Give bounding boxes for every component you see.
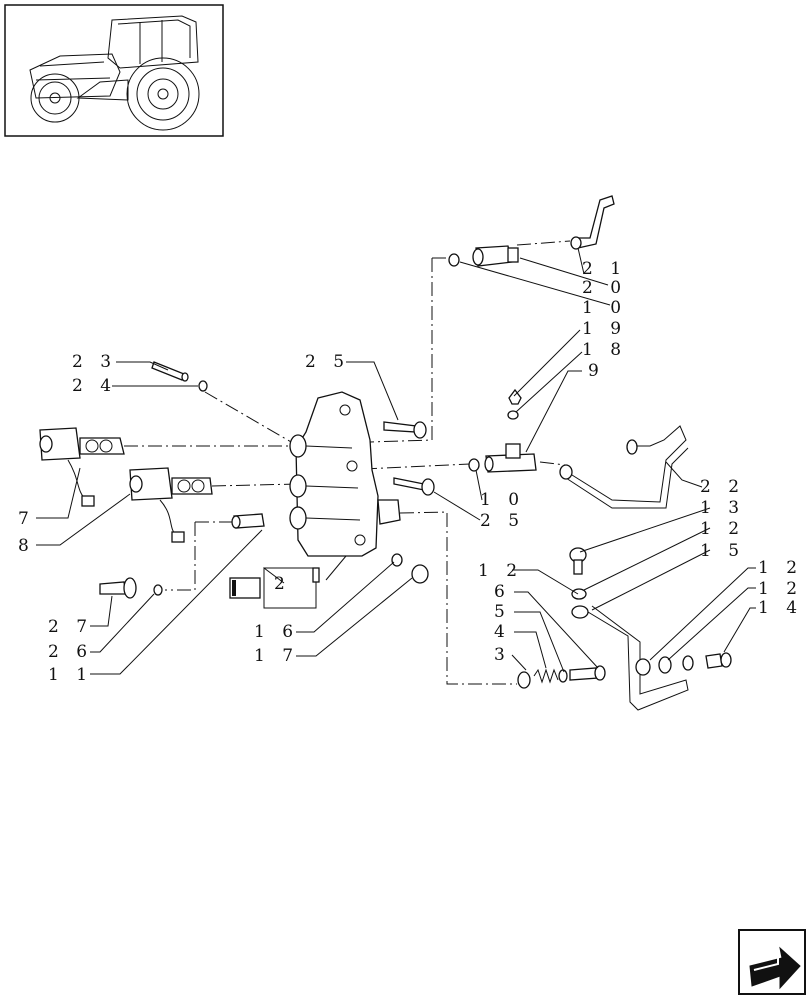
callout-22: 2 2 bbox=[700, 477, 745, 497]
washer-12d bbox=[682, 655, 694, 671]
callout-12a: 1 2 bbox=[700, 519, 745, 539]
callout-8: 8 bbox=[18, 536, 35, 556]
callout-24: 2 4 bbox=[72, 376, 117, 396]
callout-5: 5 bbox=[494, 602, 511, 622]
callout-27: 2 7 bbox=[48, 617, 93, 637]
callout-12b: 1 2 bbox=[758, 558, 803, 578]
assembly-lines bbox=[124, 240, 571, 685]
callout-3: 3 bbox=[494, 645, 511, 665]
callout-25a: 2 5 bbox=[305, 352, 350, 372]
leader-lines bbox=[36, 247, 756, 675]
next-page-arrow-icon[interactable] bbox=[738, 929, 806, 995]
callout-2: 2 bbox=[274, 574, 291, 594]
pin-2 bbox=[312, 567, 320, 583]
bolt-6 bbox=[569, 665, 606, 681]
spring-4 bbox=[533, 668, 559, 684]
tee-9 bbox=[484, 443, 537, 473]
bolt-25-upper bbox=[383, 421, 427, 439]
plug-17 bbox=[411, 564, 429, 584]
valve-19 bbox=[508, 388, 522, 405]
kit-box-icon bbox=[229, 577, 261, 599]
washer-5 bbox=[558, 669, 568, 683]
washer-12c bbox=[658, 656, 672, 674]
callout-21: 2 1 bbox=[582, 259, 627, 279]
pipe-22 bbox=[559, 425, 689, 509]
callout-23: 2 3 bbox=[72, 352, 117, 372]
callout-14: 1 4 bbox=[758, 598, 803, 618]
callout-11: 1 1 bbox=[48, 665, 93, 685]
ring-10-upper bbox=[448, 253, 460, 267]
bolt-13 bbox=[569, 547, 587, 575]
washer-26 bbox=[153, 584, 163, 596]
tractor-thumbnail bbox=[4, 4, 224, 137]
callout-12c: 1 2 bbox=[758, 579, 803, 599]
plug-11 bbox=[231, 513, 265, 529]
plug-27 bbox=[99, 577, 137, 599]
callout-20: 2 0 bbox=[582, 278, 627, 298]
pipe-21 bbox=[570, 195, 615, 250]
fitting-20 bbox=[472, 245, 519, 267]
washer-12b bbox=[635, 658, 651, 676]
callout-6: 6 bbox=[494, 582, 511, 602]
callout-4: 4 bbox=[494, 622, 511, 642]
callout-7: 7 bbox=[18, 509, 35, 529]
washer-12a bbox=[571, 588, 587, 600]
solenoid-7 bbox=[39, 427, 125, 507]
callout-25b: 2 5 bbox=[480, 511, 525, 531]
callout-13: 1 3 bbox=[700, 498, 745, 518]
ring-24 bbox=[198, 380, 208, 392]
callout-15: 1 5 bbox=[700, 541, 745, 561]
bolt-14 bbox=[705, 652, 732, 669]
callout-26: 2 6 bbox=[48, 642, 93, 662]
callout-9: 9 bbox=[588, 361, 605, 381]
callout-16: 1 6 bbox=[254, 622, 299, 642]
callout-10a: 1 0 bbox=[582, 298, 627, 318]
callout-labels: 2 1 2 0 1 0 1 9 1 8 9 2 3 2 4 2 5 7 8 1 … bbox=[18, 259, 803, 685]
bolt-25-lower bbox=[393, 477, 435, 496]
callout-19: 1 9 bbox=[582, 319, 627, 339]
washer-16 bbox=[391, 553, 403, 567]
ring-10-lower bbox=[468, 458, 480, 472]
callout-18: 1 8 bbox=[582, 340, 627, 360]
washer-18 bbox=[507, 410, 519, 420]
seat-3 bbox=[517, 671, 531, 689]
valve-body bbox=[289, 391, 401, 557]
callout-12d: 1 2 bbox=[478, 561, 523, 581]
callout-17: 1 7 bbox=[254, 646, 299, 666]
solenoid-8 bbox=[129, 467, 213, 543]
callout-10b: 1 0 bbox=[480, 490, 525, 510]
